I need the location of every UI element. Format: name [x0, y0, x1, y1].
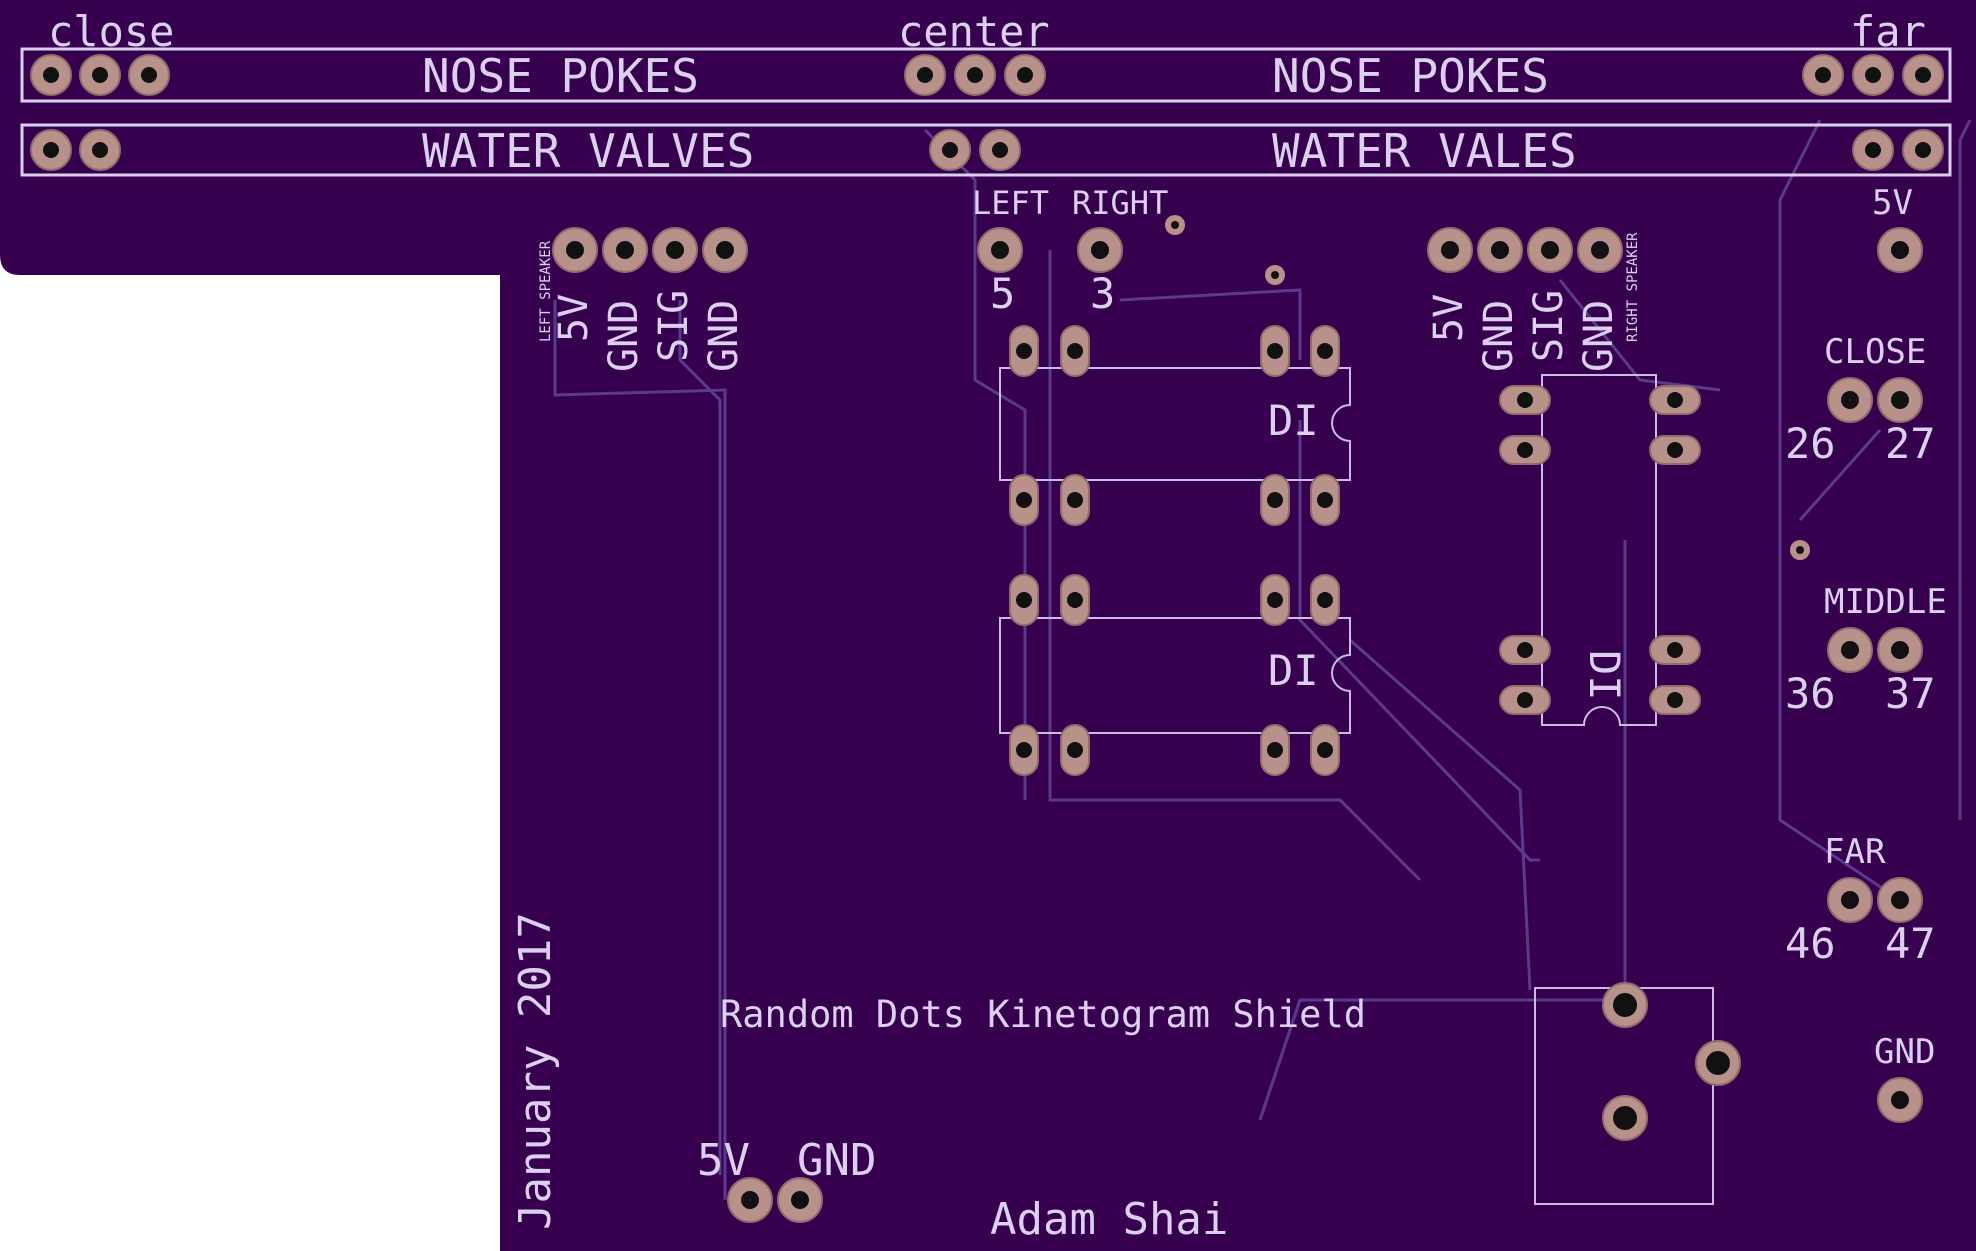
nose-pokes-label-left: NOSE POKES: [422, 49, 699, 103]
far-label: far: [1850, 7, 1926, 56]
ic-footprint-1: [999, 325, 1351, 526]
author-name: Adam Shai: [990, 1194, 1228, 1245]
left-label: LEFT: [972, 184, 1049, 222]
left-speaker-connector: [552, 227, 748, 273]
five-v-pad: [1877, 227, 1923, 273]
close-header-connector: [1827, 377, 1923, 423]
middle-pin-b: 37: [1885, 669, 1936, 718]
right-speaker-pin-gnd2: GND: [1576, 300, 1622, 372]
middle-pin-a: 36: [1785, 669, 1836, 718]
close-pin-b: 27: [1885, 419, 1936, 468]
board-title: Random Dots Kinetogram Shield: [720, 993, 1366, 1036]
left-speaker-pin-5v: 5V: [551, 294, 597, 342]
nose-poke-center-connector: [904, 54, 1046, 96]
power-5v-label: 5V: [697, 1135, 750, 1186]
via-2: [1265, 265, 1285, 285]
right-pin-number: 3: [1090, 269, 1115, 318]
center-label: center: [898, 7, 1050, 56]
water-valves-label-left: WATER VALVES: [422, 124, 754, 178]
nose-pokes-strip: [20, 47, 1952, 103]
right-speaker-connector: [1427, 227, 1623, 273]
close-pin-a: 26: [1785, 419, 1836, 468]
water-valves-label-right: WATER VALES: [1272, 124, 1577, 178]
right-speaker-label: RIGHT SPEAKER: [1625, 232, 1641, 342]
left-speaker-pin-gnd1: GND: [601, 300, 647, 372]
ic-footprint-2: [999, 574, 1351, 776]
ic-2-label: DI: [1268, 646, 1319, 695]
nose-poke-close-connector: [30, 54, 170, 96]
right-speaker-pin-sig: SIG: [1526, 290, 1572, 362]
nose-poke-far-connector: [1802, 54, 1944, 96]
water-valve-far-connector: [1852, 129, 1944, 171]
five-v-label: 5V: [1872, 183, 1913, 223]
left-pin-number: 5: [990, 269, 1015, 318]
gnd-right-label: GND: [1874, 1032, 1935, 1072]
close-label: close: [48, 7, 174, 56]
middle-header-connector: [1827, 627, 1923, 673]
far-pin-b: 47: [1885, 919, 1936, 968]
copper-traces: [553, 119, 1972, 1200]
right-speaker-pin-gnd1: GND: [1476, 300, 1522, 372]
left-speaker-label: LEFT SPEAKER: [538, 240, 554, 342]
nose-pokes-label-right: NOSE POKES: [1272, 49, 1549, 103]
far-pin-a: 46: [1785, 919, 1836, 968]
middle-header-label: MIDDLE: [1824, 582, 1947, 622]
right-pin-3-pad: [1077, 227, 1123, 273]
left-speaker-pin-sig: SIG: [651, 290, 697, 362]
ic-3-label: DI: [1580, 650, 1629, 701]
power-connector: [727, 1177, 823, 1223]
water-valve-close-connector: [30, 129, 121, 171]
gnd-right-pad: [1877, 1077, 1923, 1123]
power-gnd-label: GND: [797, 1135, 876, 1186]
close-header-label: CLOSE: [1824, 332, 1926, 372]
left-pin-5-pad: [977, 227, 1023, 273]
left-speaker-pin-gnd2: GND: [701, 300, 747, 372]
date-label: January 2017: [510, 912, 561, 1230]
right-speaker-pin-5v: 5V: [1426, 294, 1472, 342]
far-header-label: FAR: [1824, 832, 1886, 872]
power-jack-footprint: [1534, 982, 1741, 1205]
ic-footprint-3: [1499, 374, 1701, 726]
water-valve-center-connector: [929, 129, 1021, 171]
via-3: [1790, 540, 1810, 560]
right-label: RIGHT: [1072, 184, 1168, 222]
water-valves-strip: [20, 123, 1952, 177]
via-1: [1165, 215, 1185, 235]
ic-1-label: DI: [1268, 396, 1319, 445]
far-header-connector: [1827, 877, 1923, 923]
